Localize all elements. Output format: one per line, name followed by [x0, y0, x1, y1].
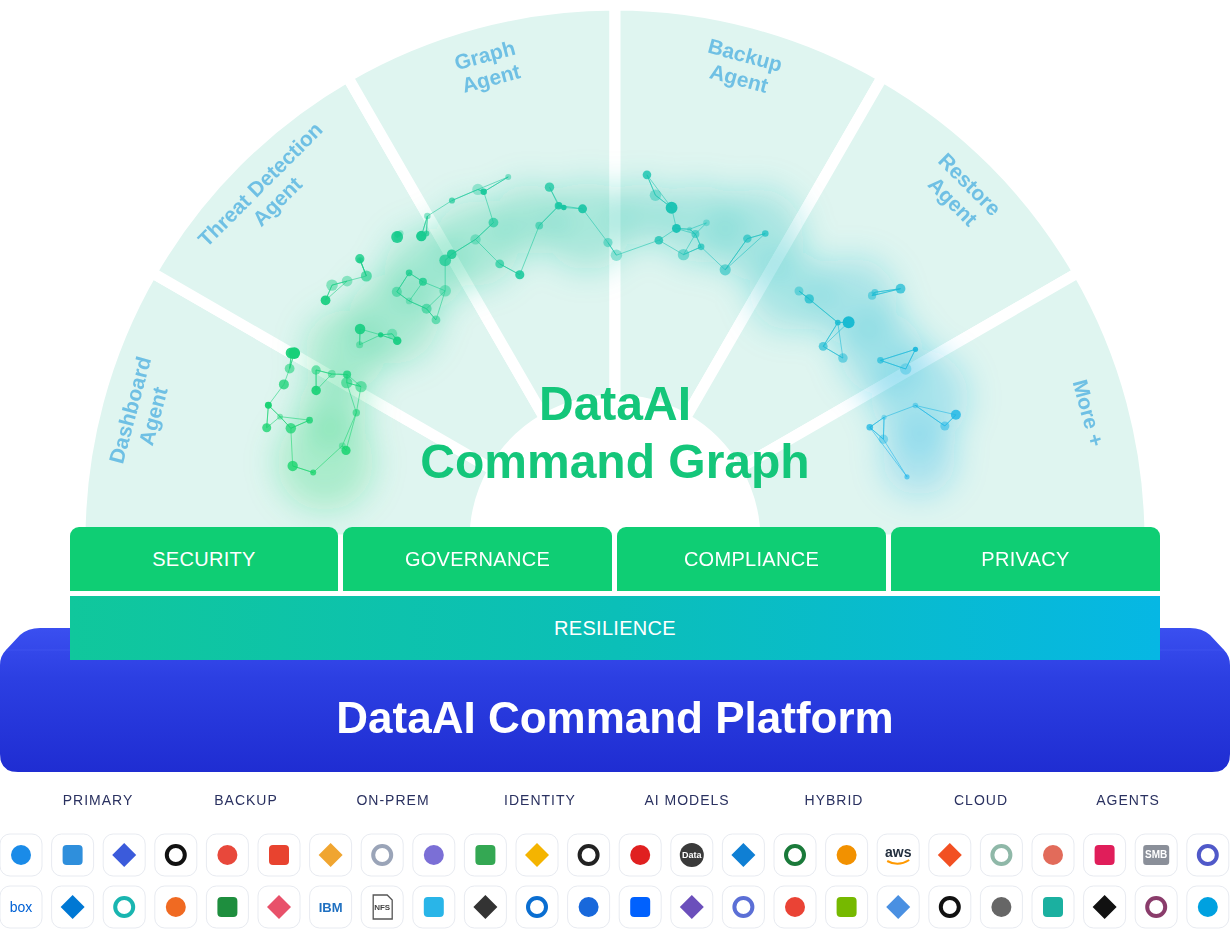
logo-tile [1032, 886, 1074, 928]
category-label: ON-PREM [356, 792, 429, 808]
logo-tile [464, 886, 506, 928]
logo-tile [361, 834, 403, 876]
logo-tile [52, 834, 94, 876]
platform-outline [0, 628, 1230, 772]
logo-tile [826, 886, 868, 928]
category-label: HYBRID [805, 792, 864, 808]
logo-tile [980, 886, 1022, 928]
pillar-band: GOVERNANCE [343, 527, 612, 591]
pillar-band: COMPLIANCE [617, 527, 886, 591]
category-label: PRIMARY [63, 792, 134, 808]
logo-text: box [10, 900, 33, 914]
band-label: RESILIENCE [554, 617, 676, 640]
segment-outline [736, 273, 1150, 541]
logo-tile [877, 834, 919, 876]
logo-tile [929, 886, 971, 928]
category-label: IDENTITY [504, 792, 576, 808]
logo-tile [1187, 834, 1229, 876]
logo-tile [929, 834, 971, 876]
logo-tile [671, 886, 713, 928]
logo-tile [980, 834, 1022, 876]
platform-name: DataAI Command Platform [336, 693, 893, 743]
logo-tile [310, 834, 352, 876]
logo-tile [774, 834, 816, 876]
logo-tile [103, 886, 145, 928]
logo-tile [1135, 886, 1177, 928]
logo-tile [568, 834, 610, 876]
logo-tile [413, 834, 455, 876]
logo-tile [722, 834, 764, 876]
logo-tile [0, 834, 42, 876]
graph-title: DataAI Command Graph [418, 375, 813, 490]
logo-tile [826, 834, 868, 876]
logo-tile [1187, 886, 1229, 928]
logo-text: Data [682, 851, 702, 860]
logo-text: NFS [374, 904, 390, 912]
logo-tile [516, 886, 558, 928]
logo-tile [206, 886, 248, 928]
logo-tile [464, 834, 506, 876]
logo-tile [877, 886, 919, 928]
logo-tile [206, 834, 248, 876]
category-label: BACKUP [214, 792, 278, 808]
logo-text: SMB [1145, 850, 1167, 860]
logo-tile [1084, 886, 1126, 928]
logo-text: aws [885, 845, 911, 859]
band-label: SECURITY [152, 548, 256, 571]
logo-tile [52, 886, 94, 928]
logo-tile [671, 834, 713, 876]
pillar-band: RESILIENCE [70, 596, 1160, 660]
network-glow [277, 182, 968, 511]
logo-tile [258, 886, 300, 928]
agent-segment: More + [730, 266, 1156, 546]
band-label: COMPLIANCE [684, 548, 819, 571]
logo-text: IBM [319, 901, 343, 914]
category-label: AI MODELS [644, 792, 729, 808]
logo-tile [516, 834, 558, 876]
agent-segment: Graph Agent [341, 0, 621, 425]
logo-tile [722, 886, 764, 928]
logo-tile [1135, 834, 1177, 876]
segment-outline [348, 5, 616, 419]
logo-tile [619, 834, 661, 876]
logo-tile [774, 886, 816, 928]
logo-tile [568, 886, 610, 928]
category-label: AGENTS [1096, 792, 1160, 808]
category-label: CLOUD [954, 792, 1008, 808]
logo-tile [619, 886, 661, 928]
logo-tile [155, 886, 197, 928]
logo-tile [310, 886, 352, 928]
logo-tile [413, 886, 455, 928]
band-label: PRIVACY [981, 548, 1069, 571]
logo-tile [103, 834, 145, 876]
logo-tile [1032, 834, 1074, 876]
network-dots [262, 171, 961, 480]
logo-tile [1084, 834, 1126, 876]
logo-tile [361, 886, 403, 928]
logo-tile [155, 834, 197, 876]
pillar-band: PRIVACY [891, 527, 1160, 591]
logo-tile [0, 886, 42, 928]
network-links [267, 175, 956, 477]
platform-edge [6, 650, 1224, 651]
logo-tile [258, 834, 300, 876]
band-label: GOVERNANCE [405, 548, 550, 571]
pillar-band: SECURITY [70, 527, 338, 591]
